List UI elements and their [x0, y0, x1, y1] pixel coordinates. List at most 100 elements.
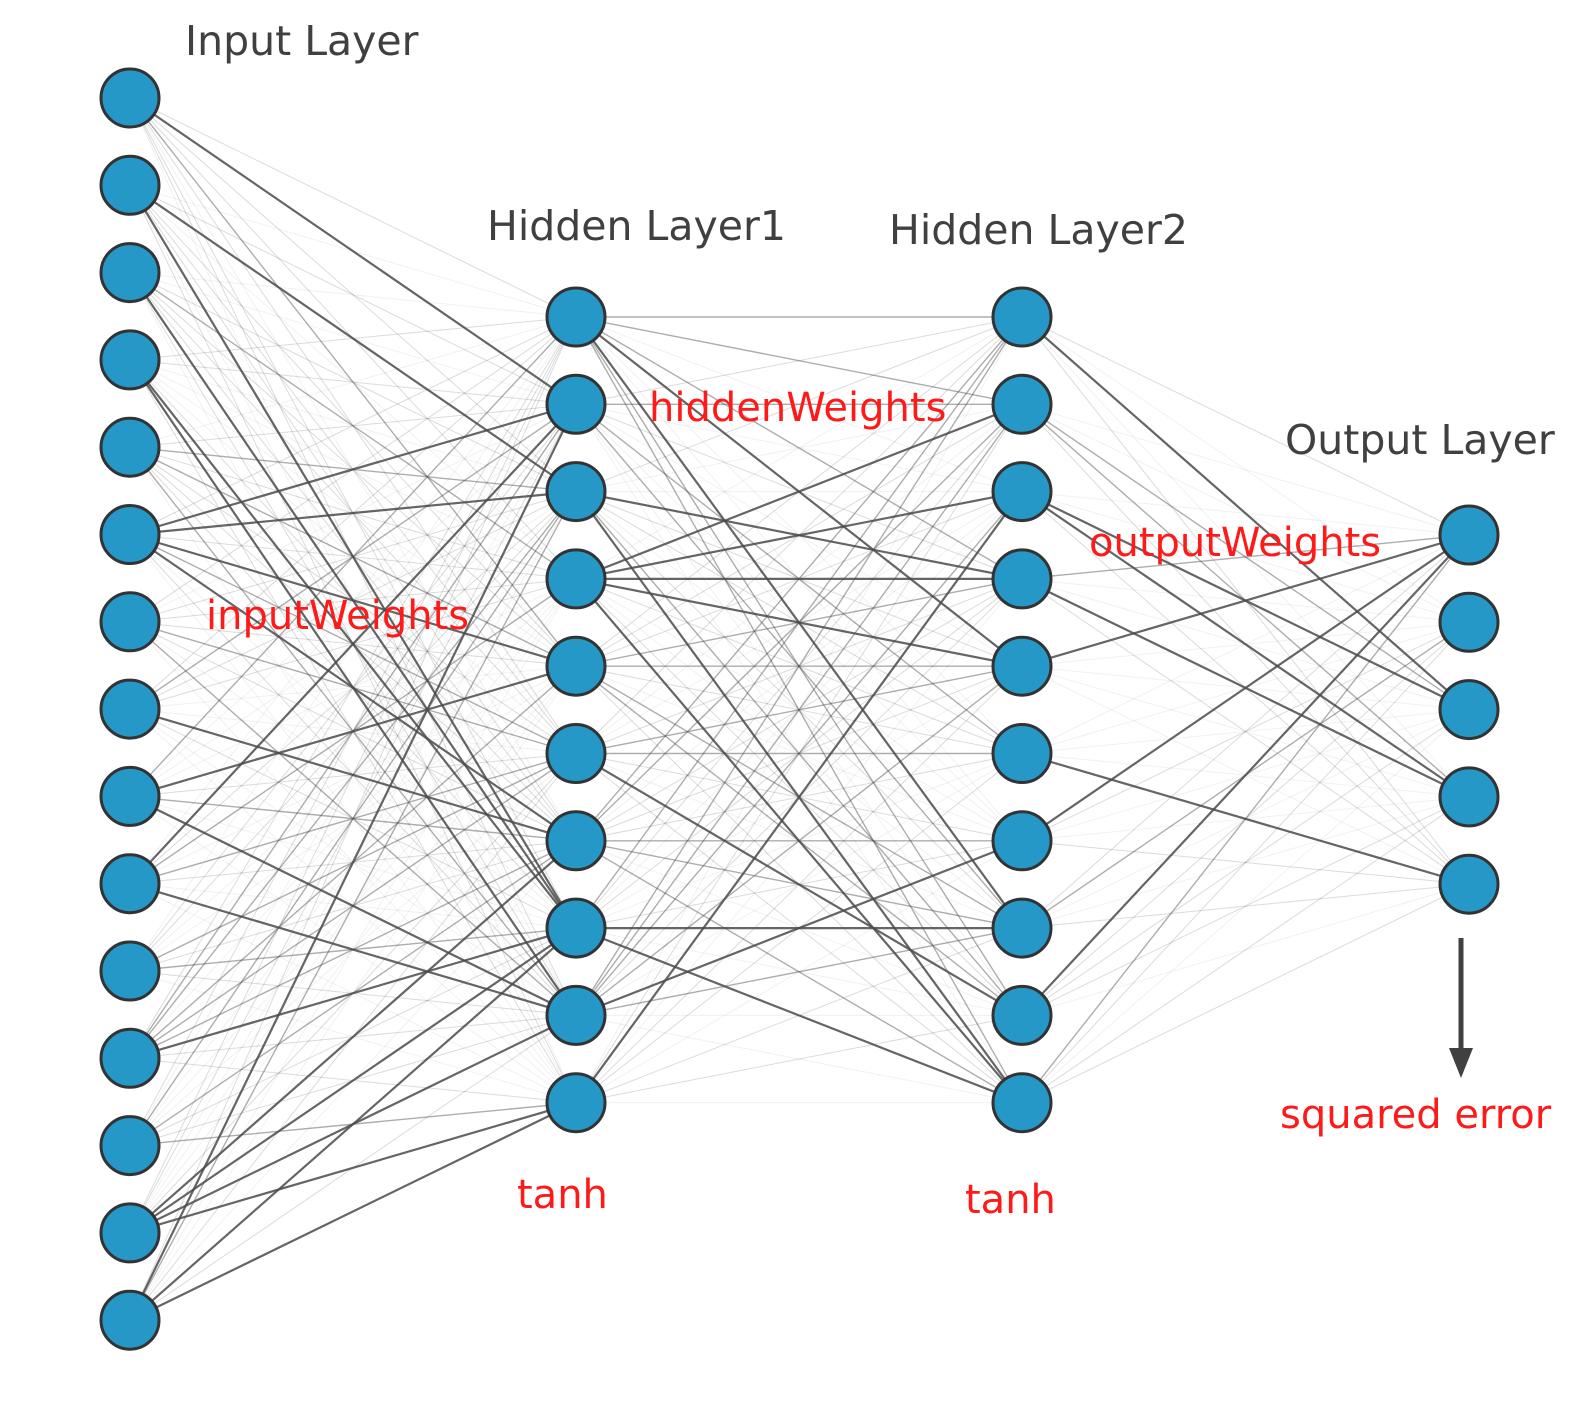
- edge-hidden1-6-to-hidden2-3: [575, 578, 1023, 842]
- edge-input-6-to-hidden1-5: [129, 621, 577, 755]
- loss-label: squared error: [1280, 1092, 1552, 1138]
- edge-hidden1-8-to-hidden2-5: [575, 753, 1023, 1016]
- edge-hidden1-6-to-hidden2-9: [575, 840, 1023, 1104]
- hidden2-node-9: [991, 984, 1053, 1046]
- edge-hidden1-2-to-hidden2-0: [575, 316, 1023, 493]
- hidden1-node-5: [545, 635, 607, 697]
- edge-input-0-to-hidden1-1: [129, 97, 577, 406]
- edge-input-1-to-hidden1-7: [129, 184, 577, 929]
- edge-hidden2-0-to-output-1: [1021, 316, 1470, 623]
- edge-hidden1-7-to-hidden2-2: [575, 491, 1023, 929]
- edge-input-13-to-hidden1-1: [129, 404, 577, 1234]
- edge-hidden1-9-to-hidden2-0: [575, 316, 1023, 1103]
- edge-input-14-to-hidden1-5: [129, 753, 577, 1321]
- input-node-1: [99, 67, 161, 129]
- down-arrow-icon: [1449, 938, 1473, 1078]
- edge-input-1-to-hidden1-3: [129, 184, 577, 580]
- edge-input-12-to-hidden1-0: [129, 316, 577, 1146]
- edge-hidden1-3-to-hidden2-5: [575, 578, 1023, 754]
- edge-hidden2-6-to-output-3: [1021, 796, 1470, 842]
- edge-hidden1-3-to-hidden2-2: [575, 490, 1023, 580]
- edge-input-14-to-hidden1-0: [129, 316, 577, 1321]
- edge-hidden2-6-to-output-4: [1021, 840, 1470, 885]
- edge-hidden2-4-to-output-1: [1021, 621, 1470, 667]
- edge-hidden1-7-to-hidden2-6: [575, 840, 1023, 929]
- edge-input-7-to-hidden1-6: [129, 708, 577, 842]
- edge-input-2-to-hidden1-0: [129, 272, 577, 318]
- edge-hidden2-2-to-output-3: [1021, 490, 1470, 798]
- edge-hidden2-5-to-output-0: [1021, 534, 1470, 754]
- edge-input-2-to-hidden1-2: [129, 272, 577, 493]
- edge-input-10-to-hidden1-7: [129, 927, 577, 972]
- hidden2-node-5: [991, 635, 1053, 697]
- edge-hidden1-5-to-hidden2-7: [575, 753, 1023, 929]
- edge-hidden1-0-to-hidden2-3: [575, 316, 1023, 580]
- edge-input-13-to-hidden1-3: [129, 578, 577, 1234]
- edge-input-8-to-hidden1-3: [129, 578, 577, 797]
- edge-hidden2-5-to-output-2: [1021, 709, 1470, 754]
- hidden1-node-8: [545, 897, 607, 959]
- edge-hidden1-0-to-hidden2-1: [575, 316, 1023, 405]
- hidden2-node-6: [991, 723, 1053, 784]
- edge-hidden1-5-to-hidden2-1: [575, 403, 1023, 754]
- edge-input-3-to-hidden1-0: [129, 316, 577, 361]
- edge-hidden2-7-to-output-0: [1021, 534, 1470, 929]
- input-node-14: [99, 1202, 161, 1264]
- edge-input-2-to-hidden1-1: [129, 272, 577, 405]
- neuron-nodes: [99, 67, 1500, 1351]
- edge-hidden2-7-to-output-3: [1021, 796, 1470, 929]
- output-node-3: [1438, 679, 1500, 741]
- edge-input-7-to-hidden1-1: [129, 403, 577, 710]
- hidden1-node-3: [545, 461, 607, 523]
- edge-hidden1-1-to-hidden2-9: [575, 404, 1023, 1103]
- edge-hidden2-8-to-output-3: [1021, 796, 1470, 1016]
- edge-input-13-to-hidden1-7: [129, 927, 577, 1234]
- edge-input-0-to-hidden1-4: [129, 97, 577, 667]
- edge-input-12-to-hidden1-5: [129, 753, 577, 1146]
- edge-hidden1-4-to-hidden2-0: [575, 316, 1023, 667]
- edge-hidden2-9-to-output-2: [1021, 709, 1470, 1104]
- edge-hidden2-8-to-output-0: [1021, 534, 1470, 1017]
- edge-hidden1-6-to-hidden2-4: [575, 665, 1023, 842]
- hidden1-node-2: [545, 373, 607, 435]
- input-node-7: [99, 591, 161, 653]
- edge-input-14-to-hidden1-2: [129, 491, 577, 1321]
- input-node-15: [99, 1289, 161, 1351]
- edge-input-9-to-hidden1-3: [129, 578, 577, 885]
- edge-hidden1-3-to-hidden2-6: [575, 578, 1023, 842]
- edge-input-9-to-hidden1-0: [129, 316, 577, 885]
- edge-hidden1-5-to-hidden2-2: [575, 491, 1023, 754]
- hidden2-node-4: [991, 548, 1053, 610]
- edge-input-3-to-hidden1-1: [129, 359, 577, 405]
- edge-input-13-to-hidden1-5: [129, 753, 577, 1234]
- edge-hidden1-8-to-hidden2-6: [575, 839, 1023, 1017]
- edge-hidden2-9-to-output-1: [1021, 621, 1470, 1104]
- edge-hidden1-6-to-hidden2-1: [575, 403, 1023, 842]
- edge-hidden2-2-to-output-0: [1021, 491, 1470, 536]
- output-layer-title: Output Layer: [1285, 416, 1555, 464]
- edge-hidden2-3-to-output-4: [1021, 578, 1470, 885]
- edge-input-11-to-hidden1-2: [129, 491, 577, 1059]
- edge-hidden1-1-to-hidden2-2: [575, 403, 1023, 493]
- edge-input-7-to-hidden1-2: [129, 491, 577, 710]
- edge-input-5-to-hidden1-0: [129, 316, 577, 535]
- hidden1-node-6: [545, 723, 607, 784]
- hidden2-node-8: [991, 897, 1053, 959]
- edge-input-7-to-hidden1-4: [129, 665, 577, 710]
- edge-hidden2-5-to-output-4: [1021, 752, 1470, 886]
- output-node-4: [1438, 766, 1500, 828]
- edge-hidden1-5-to-hidden2-3: [575, 578, 1023, 754]
- edge-hidden1-7-to-hidden2-0: [575, 316, 1023, 929]
- edge-hidden1-4-to-hidden2-5: [575, 665, 1023, 754]
- edge-hidden2-1-to-output-0: [1021, 403, 1470, 536]
- edge-input-12-to-hidden1-6: [129, 840, 577, 1147]
- edge-input-12-to-hidden1-2: [129, 491, 577, 1146]
- edge-hidden1-9-to-hidden2-8: [575, 1014, 1023, 1104]
- edge-hidden2-0-to-output-3: [1021, 316, 1470, 798]
- edge-input-10-to-hidden1-3: [129, 578, 577, 972]
- edge-hidden2-0-to-output-2: [1021, 316, 1470, 711]
- hidden1-node-9: [545, 984, 607, 1046]
- output-node-2: [1438, 591, 1500, 653]
- edge-hidden2-1-to-output-2: [1021, 403, 1470, 711]
- edge-input-7-to-hidden1-0: [129, 316, 577, 710]
